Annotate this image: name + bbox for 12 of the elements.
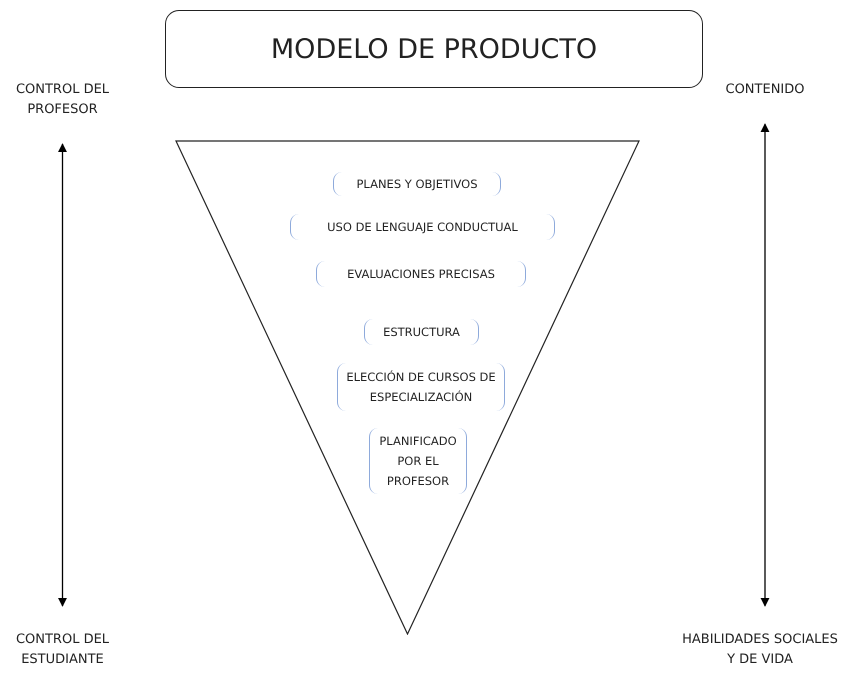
axis-label: CONTROL DEL ESTUDIANTE bbox=[0, 628, 125, 672]
title-box: MODELO DE PRODUCTO bbox=[165, 10, 703, 88]
axis-label: HABILIDADES SOCIALES Y DE VIDA bbox=[678, 628, 842, 672]
bracketed-item: ESTRUCTURA bbox=[364, 319, 479, 345]
axis-label: CONTROL DEL PROFESOR bbox=[0, 78, 125, 122]
bracketed-item: PLANIFICADO POR EL PROFESOR bbox=[369, 428, 467, 494]
bracketed-item: EVALUACIONES PRECISAS bbox=[316, 261, 526, 287]
bracketed-item: ELECCIÓN DE CURSOS DE ESPECIALIZACIÓN bbox=[337, 363, 505, 411]
bracketed-item: PLANES Y OBJETIVOS bbox=[333, 172, 501, 196]
double-arrow bbox=[58, 143, 68, 607]
double-arrow bbox=[760, 123, 770, 607]
bracketed-item: USO DE LENGUAJE CONDUCTUAL bbox=[290, 214, 555, 240]
